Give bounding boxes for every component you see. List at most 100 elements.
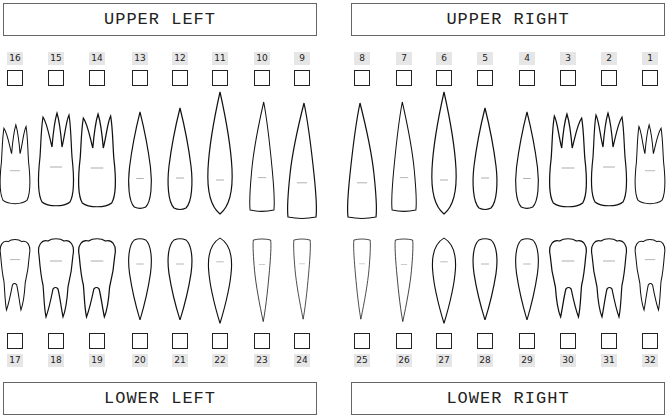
tooth-number: 25 [354, 354, 370, 367]
tooth-number: 2 [601, 52, 617, 65]
tooth-number: 9 [294, 52, 310, 65]
check-box [172, 333, 188, 349]
tooth-number: 29 [519, 354, 535, 367]
tooth-slot: 2 [601, 52, 617, 86]
check-box [48, 70, 64, 86]
tooth-slot: 13 [132, 52, 148, 86]
check-box [436, 333, 452, 349]
quadrant-header: UPPER LEFT [3, 3, 317, 36]
quadrant-label: LOWER RIGHT [446, 389, 569, 408]
tooth-number: 17 [7, 354, 23, 367]
check-box [477, 333, 493, 349]
tooth-number: 13 [132, 52, 148, 65]
check-box [601, 333, 617, 349]
tooth-slot: 31 [601, 333, 617, 367]
tooth-number: 14 [89, 52, 105, 65]
check-box [560, 333, 576, 349]
tooth-slot: 15 [48, 52, 64, 86]
tooth-number: 32 [642, 354, 658, 367]
quadrant-label: LOWER LEFT [104, 389, 216, 408]
tooth-slot: 12 [172, 52, 188, 86]
check-box [354, 70, 370, 86]
check-box [354, 333, 370, 349]
tooth-number: 20 [132, 354, 148, 367]
check-box [172, 70, 188, 86]
tooth-number: 28 [477, 354, 493, 367]
tooth-slot: 16 [7, 52, 23, 86]
tooth-slot: 10 [254, 52, 270, 86]
check-box [436, 70, 452, 86]
check-box [132, 333, 148, 349]
tooth-slot: 3 [560, 52, 576, 86]
check-box [519, 333, 535, 349]
tooth-number: 30 [560, 354, 576, 367]
tooth-slot: 4 [519, 52, 535, 86]
quadrant-header: LOWER RIGHT [351, 382, 665, 415]
tooth-slot: 20 [132, 333, 148, 367]
check-box [89, 70, 105, 86]
tooth-number: 15 [48, 52, 64, 65]
quadrant-label: UPPER RIGHT [446, 10, 569, 29]
tooth-slot: 30 [560, 333, 576, 367]
check-box [642, 70, 658, 86]
tooth-number: 8 [354, 52, 370, 65]
tooth-number: 4 [519, 52, 535, 65]
tooth-slot: 8 [354, 52, 370, 86]
tooth-slot: 5 [477, 52, 493, 86]
tooth-number: 22 [212, 354, 228, 367]
check-box [396, 70, 412, 86]
quadrant-label: UPPER LEFT [104, 10, 216, 29]
tooth-number: 18 [48, 354, 64, 367]
tooth-slot: 28 [477, 333, 493, 367]
tooth-number: 27 [436, 354, 452, 367]
tooth-number: 19 [89, 354, 105, 367]
tooth-slot: 14 [89, 52, 105, 86]
tooth-number: 10 [254, 52, 270, 65]
tooth-slot: 7 [396, 52, 412, 86]
check-box [7, 70, 23, 86]
tooth-slot: 24 [294, 333, 310, 367]
tooth-number: 5 [477, 52, 493, 65]
tooth-slot: 23 [254, 333, 270, 367]
check-box [48, 333, 64, 349]
check-box [294, 70, 310, 86]
tooth-number: 16 [7, 52, 23, 65]
quadrant-header: UPPER RIGHT [351, 3, 665, 36]
tooth-number: 6 [436, 52, 452, 65]
quadrant-header: LOWER LEFT [3, 382, 317, 415]
tooth-number: 7 [396, 52, 412, 65]
tooth-number: 24 [294, 354, 310, 367]
tooth-slot: 29 [519, 333, 535, 367]
tooth-number: 12 [172, 52, 188, 65]
check-box [7, 333, 23, 349]
tooth-slot: 1 [642, 52, 658, 86]
tooth-number: 3 [560, 52, 576, 65]
tooth-slot: 17 [7, 333, 23, 367]
tooth-slot: 18 [48, 333, 64, 367]
tooth-number: 11 [212, 52, 228, 65]
check-box [560, 70, 576, 86]
tooth-slot: 6 [436, 52, 452, 86]
check-box [254, 70, 270, 86]
tooth-slot: 9 [294, 52, 310, 86]
tooth-number: 26 [396, 354, 412, 367]
check-box [519, 70, 535, 86]
check-box [212, 333, 228, 349]
tooth-slot: 25 [354, 333, 370, 367]
check-box [89, 333, 105, 349]
check-box [132, 70, 148, 86]
tooth-slot: 21 [172, 333, 188, 367]
check-box [294, 333, 310, 349]
tooth-slot: 32 [642, 333, 658, 367]
tooth-number: 31 [601, 354, 617, 367]
tooth-number: 1 [642, 52, 658, 65]
tooth-slot: 27 [436, 333, 452, 367]
check-box [396, 333, 412, 349]
check-box [477, 70, 493, 86]
tooth-slot: 22 [212, 333, 228, 367]
check-box [254, 333, 270, 349]
check-box [601, 70, 617, 86]
tooth-slot: 19 [89, 333, 105, 367]
tooth-number: 23 [254, 354, 270, 367]
